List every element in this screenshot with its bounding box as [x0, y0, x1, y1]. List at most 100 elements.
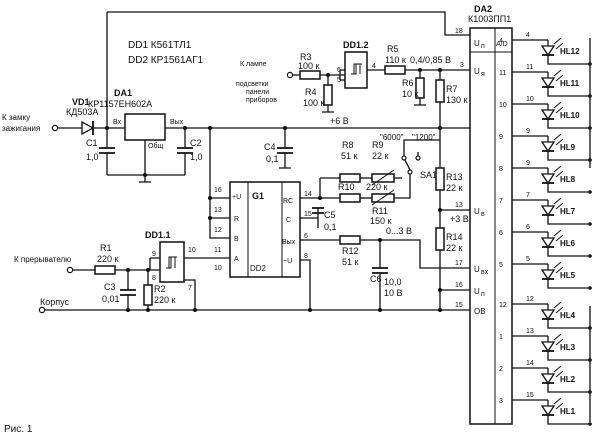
- da2-uya: U: [474, 67, 480, 76]
- r13-label: R13: [446, 172, 463, 182]
- ignition-label-2: зажигания: [2, 124, 40, 133]
- vd1-type: КД503А: [66, 107, 98, 117]
- da2-out-pin-6: 6: [499, 230, 503, 237]
- led-pin-hl1: 15: [526, 392, 534, 399]
- da2-out-pin-1: 11: [499, 70, 506, 77]
- da1-in: Вх: [113, 119, 122, 126]
- da2-uvx: U: [474, 265, 480, 274]
- c1-value: 1,0: [86, 152, 99, 162]
- led-label-hl11: HL11: [560, 79, 580, 88]
- r8-value: 51 к: [341, 151, 358, 161]
- sw1200-label: "1200": [412, 133, 436, 142]
- r12-value: 51 к: [342, 257, 359, 267]
- dd2-pin15: 15: [304, 211, 312, 218]
- c6-label: C6: [370, 274, 382, 284]
- led-pin-hl6: 6: [526, 224, 530, 231]
- dd11-schmitt: DD1.1 9 8 10 7: [145, 230, 196, 292]
- ground-terminal: Корпус: [38, 297, 70, 314]
- r5-label: R5: [387, 44, 399, 54]
- c2-value: 1,0: [190, 152, 203, 162]
- r10-label: R10: [338, 182, 355, 192]
- led-label-hl10: HL10: [560, 111, 580, 120]
- da2-uya-sub: я: [481, 71, 485, 78]
- r14-label: R14: [446, 232, 463, 242]
- ground-label: Корпус: [40, 297, 70, 307]
- v03-label: 0...3 В: [386, 226, 412, 236]
- r6-label: R6: [402, 78, 414, 88]
- r12-label: R12: [342, 246, 359, 256]
- dd2-pin8: 8: [304, 253, 308, 260]
- dd12-label: DD1.2: [343, 40, 369, 50]
- dd11-pin8: 8: [152, 275, 156, 282]
- da2-out-pin-5: 7: [499, 198, 503, 205]
- da2-pin3: 3: [460, 62, 464, 69]
- da2-out-pin-7: 5: [499, 262, 503, 269]
- led-label-hl6: HL6: [560, 239, 576, 248]
- r3-value: 100 к: [298, 61, 320, 71]
- figure-label: Рис. 1: [4, 424, 33, 435]
- led-pin-hl11: 11: [526, 64, 533, 71]
- dd11-pin10: 10: [188, 247, 196, 254]
- led-label-hl3: HL3: [560, 343, 576, 352]
- dd2-pin10: 10: [214, 265, 222, 272]
- r4-value: 100 к: [303, 98, 325, 108]
- led-pin-hl9: 9: [526, 128, 530, 135]
- da2-pin13: 13: [455, 202, 463, 209]
- r7-label: R7: [446, 84, 458, 94]
- c6-value: 10,0: [384, 277, 402, 287]
- da2-uvx-sub: вх: [481, 269, 489, 276]
- r13-value: 22 к: [446, 183, 463, 193]
- dd2-r: R: [234, 216, 239, 223]
- dd2-out: Вых: [282, 239, 296, 246]
- lamp-label-1: К лампе: [240, 61, 267, 68]
- led-label-hl4: HL4: [560, 311, 576, 320]
- v3-label: +3 В: [450, 214, 469, 224]
- sa1-switch[interactable]: SA1 "6000" "1200": [380, 133, 437, 180]
- dd2-u: +U: [232, 194, 241, 201]
- ignition-label-1: К замку: [2, 113, 30, 122]
- dd2-pin14: 14: [304, 191, 312, 198]
- r8-label: R8: [342, 140, 354, 150]
- dd12-pin5: 5: [337, 77, 341, 84]
- da2-out-pin-0: 4: [499, 38, 503, 45]
- da2-out-pin-4: 8: [499, 166, 503, 173]
- c4-label: C4: [264, 142, 276, 152]
- da2-up2: U: [474, 287, 480, 296]
- r9-value: 22 к: [372, 151, 389, 161]
- led-pin-hl12: 4: [526, 32, 530, 39]
- ignition-terminal: К замку зажигания: [2, 113, 59, 133]
- dd2-a: A: [234, 256, 239, 263]
- lamp-label-2: подсветки: [236, 81, 269, 88]
- r5-value: 110 к: [385, 55, 406, 65]
- dd2-gnd: ~U: [283, 258, 292, 265]
- da2-up2-sub: п: [481, 291, 485, 298]
- da1-regulator: DA1 КР1157ЕН602А Вх Вых Общ: [88, 88, 184, 150]
- da2-ub-sub: в: [481, 211, 485, 218]
- da1-label: DA1: [114, 88, 132, 98]
- lamp-terminal: К лампе подсветки панели приборов: [236, 61, 294, 104]
- r9-label: R9: [372, 140, 384, 150]
- led-label-hl1: HL1: [560, 407, 576, 416]
- c3-value: 0,01: [102, 294, 120, 304]
- led-pin-hl4: 12: [526, 296, 534, 303]
- da2-out-pin-9: 1: [499, 334, 503, 341]
- c6-voltage: 10 В: [384, 288, 403, 298]
- dd11-pin7: 7: [188, 285, 192, 292]
- da2-up-sub: п: [481, 43, 485, 50]
- led-hl6: HL6 6 6: [499, 224, 592, 258]
- r2-value: 220 к: [154, 295, 176, 305]
- da2-pin16: 16: [455, 282, 463, 289]
- c3-label: C3: [104, 282, 116, 292]
- dd12-pin4: 4: [372, 63, 376, 70]
- da2-up: U: [474, 39, 480, 48]
- c5-value: 0,1: [324, 222, 337, 232]
- dd2-pin13: 13: [214, 207, 222, 214]
- led-ladder: HL1244HL111111HL101010HL999HL898HL777HL6…: [499, 32, 592, 426]
- c2-label: C2: [190, 138, 202, 148]
- led-label-hl7: HL7: [560, 207, 576, 216]
- dd2-pin11: 11: [214, 247, 221, 254]
- interrupter-label: К прерывателю: [14, 255, 71, 264]
